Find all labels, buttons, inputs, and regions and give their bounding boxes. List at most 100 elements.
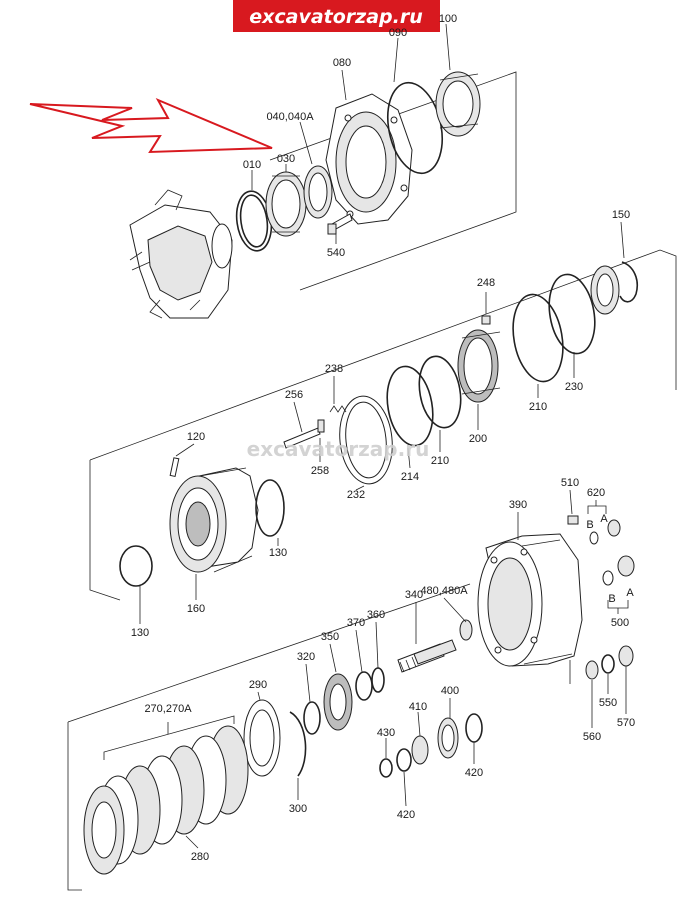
part-420-ring-b [465,713,483,743]
label-270: 270,270A [144,703,192,715]
part-430-ring [379,758,393,778]
part-040-seal [303,165,333,219]
label-300: 300 [289,803,307,815]
label-340: 340 [405,589,423,601]
part-270-280-discstack [83,725,249,875]
part-214-oring [386,365,434,447]
part-480-washer [459,619,473,641]
red-arrow-icon [29,97,273,154]
part-238-spring [329,405,347,413]
part-500-plug [602,555,635,586]
label-090: 090 [389,27,407,39]
label-210-b: 210 [529,401,547,413]
part-210-oring-b [418,355,462,429]
part-080-hub [325,93,413,225]
watermark-top: excavatorzap.ru [249,6,423,28]
section-frame-2 [89,249,677,601]
label-420-b: 420 [465,767,483,779]
label-160: 160 [187,603,205,615]
label-290: 290 [249,679,267,691]
label-410: 410 [409,701,427,713]
part-360-ring [371,667,385,693]
bracket-500 [607,600,629,614]
part-230-oring [548,273,596,355]
label-214: 214 [401,471,419,483]
label-370: 370 [347,617,365,629]
part-510-bolt [567,515,579,525]
label-360: 360 [367,609,385,621]
label-120: 120 [187,431,205,443]
part-300-snapring [289,711,307,777]
part-160-carrier [169,467,259,573]
label-320: 320 [297,651,315,663]
part-370-ring [355,671,373,701]
watermark-middle: excavatorzap.ru [247,437,430,461]
leaders-section-1 [251,23,451,244]
part-350-gear [323,673,353,731]
part-550-washer [601,654,615,674]
part-150-snapring [619,261,638,303]
label-210-a: 210 [431,455,449,467]
label-400: 400 [441,685,459,697]
label-390: 390 [509,499,527,511]
label-030: 030 [277,153,295,165]
part-320-ring [303,701,321,735]
part-100-bearing [435,71,481,137]
part-400-bearing [437,717,459,759]
label-130-b: 130 [131,627,149,639]
label-570: 570 [617,717,635,729]
label-238: 238 [325,363,343,375]
leaders-section-2 [139,221,625,624]
label-010: 010 [243,159,261,171]
part-340-shaft [397,639,457,673]
part-256-pin [283,427,321,449]
label-620: 620 [587,487,605,499]
label-280: 280 [191,851,209,863]
label-080: 080 [333,57,351,69]
label-560: 560 [583,731,601,743]
label-040: 040,040A [266,111,314,123]
label-150: 150 [612,209,630,221]
leaders-section-3 [185,489,627,849]
label-100: 100 [439,13,457,25]
label-b-1: B [586,519,593,531]
part-620-plug [589,519,621,545]
part-120-pin [169,457,180,478]
part-labels: 010 030 040,040A 080 090 100 540 150 248… [131,13,635,863]
label-230: 230 [565,381,583,393]
label-550: 550 [599,697,617,709]
part-258-ball [317,419,325,433]
label-130-a: 130 [269,547,287,559]
section-frame-3 [67,583,571,891]
part-560-nut [585,660,599,680]
part-130-oring-b [119,545,153,587]
label-430: 430 [377,727,395,739]
part-232-disc [339,395,393,485]
part-248-plug [481,315,491,325]
part-540-bolt [327,213,353,235]
part-200-ringgear [457,329,501,403]
label-232: 232 [347,489,365,501]
part-150-gear [590,265,620,315]
watermark-banner: excavatorzap.ru [233,0,440,32]
label-350: 350 [321,631,339,643]
label-200: 200 [469,433,487,445]
part-210-oring-a [512,293,564,383]
label-500: 500 [611,617,629,629]
part-130-oring-a [255,479,285,537]
label-a-1: A [600,513,608,525]
part-030-bearing [265,171,307,237]
axle-housing [129,189,233,319]
label-a-2: A [626,587,634,599]
label-510: 510 [561,477,579,489]
label-248: 248 [477,277,495,289]
label-480: 480,480A [420,585,468,597]
label-420-a: 420 [397,809,415,821]
label-b-2: B [608,593,615,605]
bracket-620 [587,500,607,514]
label-256: 256 [285,389,303,401]
part-410-bearing [411,735,429,765]
part-390-drum [477,533,583,667]
part-290-disc [243,699,281,777]
